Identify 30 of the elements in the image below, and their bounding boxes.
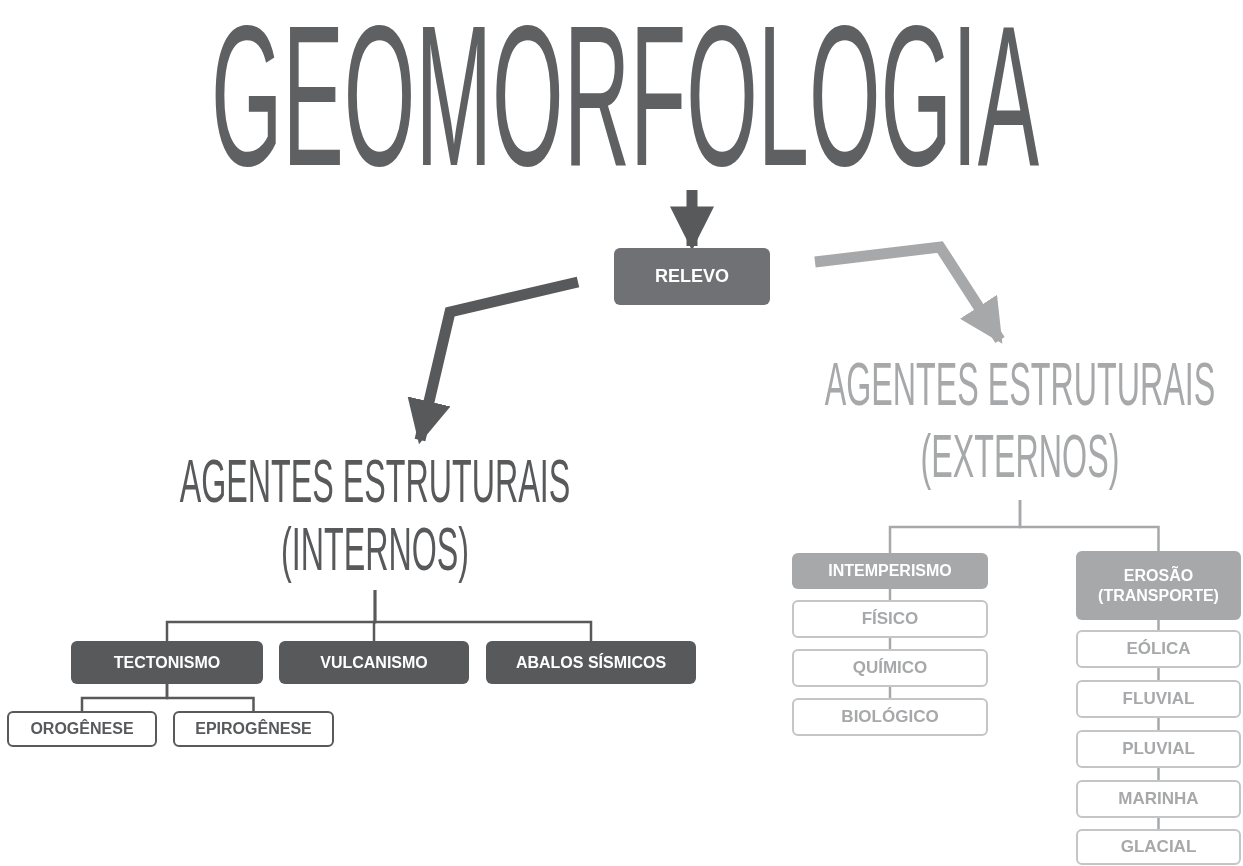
topic-box: RELEVO [614, 248, 770, 305]
arrow [670, 190, 714, 251]
category-box: EROSÃO (TRANSPORTE) [1076, 551, 1241, 620]
title-text: GEOMORFOLOGIA [160, 8, 1090, 183]
connector-line [373, 590, 593, 641]
arrow [814, 241, 1005, 344]
item-box: OROGÊNESE [7, 711, 157, 747]
category-box: TECTONISMO [71, 641, 263, 684]
item-box: QUÍMICO [792, 649, 988, 687]
item-box: EÓLICA [1076, 630, 1241, 668]
heading-text: AGENTES ESTRUTURAIS (EXTERNOS) [810, 340, 1230, 500]
connector-line [1157, 718, 1160, 730]
connector-line [1157, 620, 1160, 630]
heading-text: AGENTES ESTRUTURAIS (INTERNOS) [165, 440, 585, 590]
item-box: EPIROGÊNESE [173, 711, 334, 747]
category-box: ABALOS SÍSMICOS [486, 641, 696, 684]
item-box: FLUVIAL [1076, 680, 1241, 718]
item-box: PLUVIAL [1076, 730, 1241, 768]
item-box: FÍSICO [792, 600, 988, 638]
item-box: BIOLÓGICO [792, 698, 988, 736]
category-box: INTEMPERISMO [792, 553, 988, 589]
connector-line [1018, 500, 1160, 551]
category-box: VULCANISMO [279, 641, 469, 684]
connector-line [1157, 818, 1160, 829]
connector-line [165, 684, 255, 711]
arrow [407, 276, 580, 445]
item-box: MARINHA [1076, 780, 1241, 818]
item-box: GLACIAL [1076, 829, 1241, 865]
connector-line [1157, 768, 1160, 780]
connector-line [1157, 668, 1160, 680]
